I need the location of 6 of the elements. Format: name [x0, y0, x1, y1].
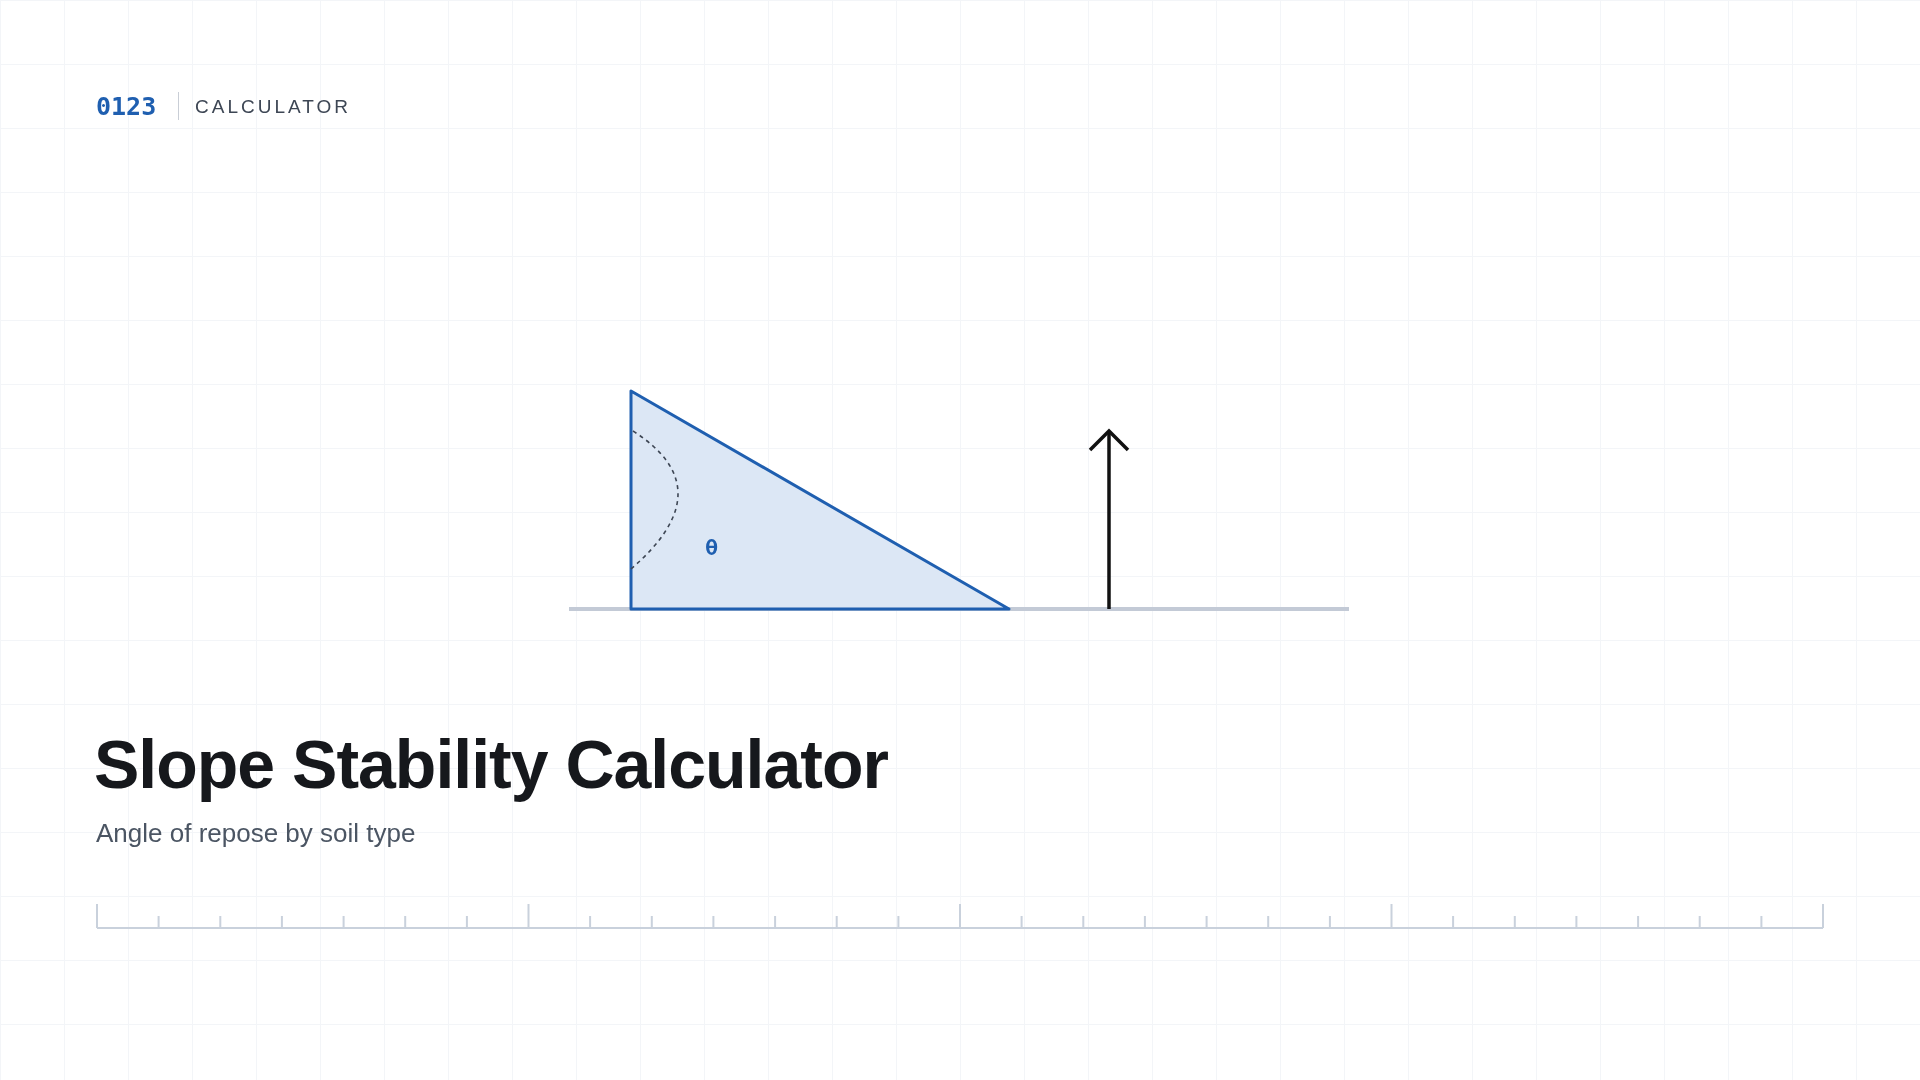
- title: Slope Stability Calculator: [94, 725, 888, 803]
- series-number: 0123: [96, 92, 157, 121]
- slope-triangle: [629, 389, 1011, 611]
- subtitle: Angle of repose by soil type: [96, 818, 416, 849]
- angle-label: θ: [705, 535, 719, 560]
- category-label: CALCULATOR: [195, 96, 351, 118]
